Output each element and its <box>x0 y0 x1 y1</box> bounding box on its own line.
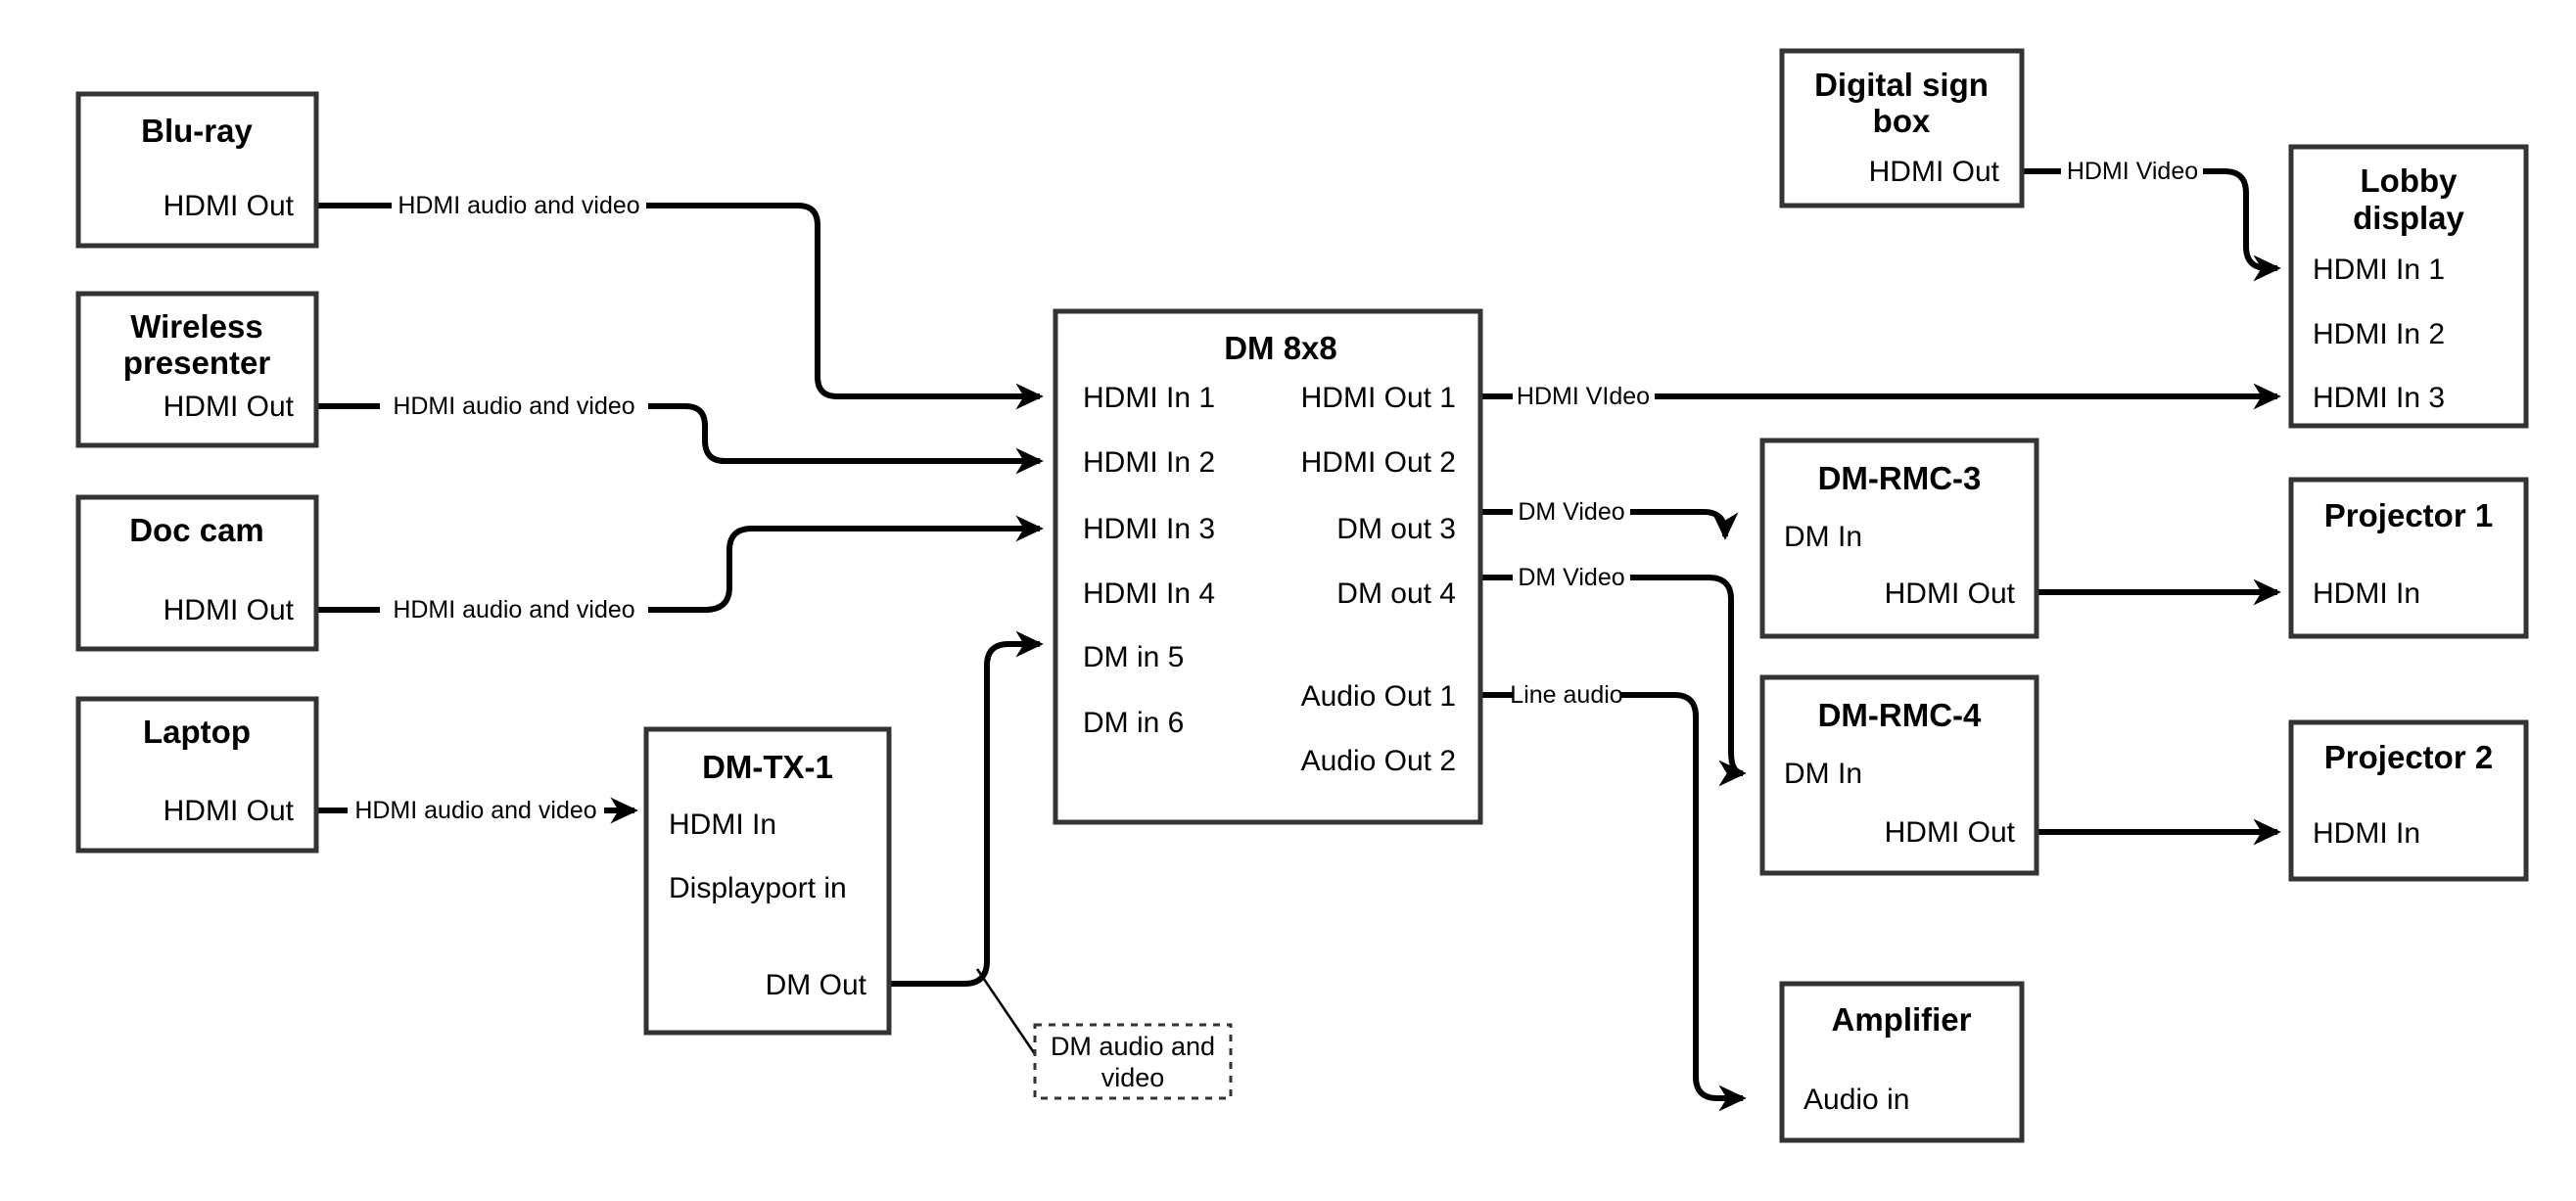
port-rmc3-dm-in[interactable]: DM In <box>1784 521 1862 553</box>
link-label-laptop-to-tx: HDMI audio and video <box>354 797 596 824</box>
device-dm-8x8[interactable]: DM 8x8 HDMI In 1 HDMI In 2 HDMI In 3 HDM… <box>1053 308 1483 825</box>
device-dm-rmc-3-title: DM-RMC-3 <box>1818 460 1982 496</box>
port-lobby-hdmi-in-2[interactable]: HDMI In 2 <box>2313 318 2445 350</box>
wire-digitalsign-to-lobby-in1 <box>2021 168 2277 268</box>
note-dm-audio-and-video-box <box>1033 1023 1233 1100</box>
note-dm-audio-and-video: DM audio and video <box>1033 1023 1233 1100</box>
device-amplifier-box <box>1779 981 2025 1143</box>
device-projector-2-box <box>2288 719 2529 882</box>
device-laptop-title: Laptop <box>143 714 251 750</box>
port-dm8x8-audio-out-2[interactable]: Audio Out 2 <box>1301 745 1456 777</box>
device-dm-rmc-4-title: DM-RMC-4 <box>1818 697 1982 733</box>
device-digital-sign-title-line2: box <box>1873 103 1931 139</box>
device-wireless-presenter-title-line1: Wireless <box>130 308 262 345</box>
note-dm-audio-and-video-line2: video <box>1101 1063 1165 1092</box>
device-digital-sign-box-box <box>1779 48 2025 208</box>
link-label-dm-out1-to-lobby: HDMI VIdeo <box>1517 383 1650 410</box>
port-laptop-hdmi-out[interactable]: HDMI Out <box>164 795 295 827</box>
port-dmtx1-displayport-in[interactable]: Displayport in <box>669 872 847 904</box>
device-amplifier[interactable]: Amplifier Audio in <box>1779 981 2025 1143</box>
device-lobby-display-title-line2: display <box>2353 200 2464 236</box>
port-bluray-hdmi-out[interactable]: HDMI Out <box>164 190 295 222</box>
device-bluray-title: Blu-ray <box>141 113 253 149</box>
device-laptop[interactable]: Laptop HDMI Out <box>75 696 319 854</box>
port-dm8x8-hdmi-in-2[interactable]: HDMI In 2 <box>1083 446 1215 479</box>
port-lobby-hdmi-in-1[interactable]: HDMI In 1 <box>2313 254 2445 286</box>
port-dm8x8-audio-out-1[interactable]: Audio Out 1 <box>1301 680 1456 713</box>
link-label-dm-out3-to-rmc3: DM Video <box>1518 498 1624 526</box>
device-doc-cam[interactable]: Doc cam HDMI Out <box>75 494 319 652</box>
wire-doccam-to-dm-in3 <box>316 529 1040 613</box>
link-label-sign-to-lobby: HDMI Video <box>2067 158 2198 185</box>
device-wireless-presenter-title-line2: presenter <box>123 345 271 381</box>
link-label-audio-to-amp: Line audio <box>1510 681 1622 709</box>
device-doc-cam-title: Doc cam <box>129 512 264 548</box>
device-amplifier-title: Amplifier <box>1831 1001 1971 1038</box>
link-label-wireless-to-dm: HDMI audio and video <box>393 393 634 420</box>
port-lobby-hdmi-in-3[interactable]: HDMI In 3 <box>2313 382 2445 414</box>
device-bluray[interactable]: Blu-ray HDMI Out <box>75 91 319 249</box>
port-projector1-hdmi-in[interactable]: HDMI In <box>2313 577 2420 610</box>
port-dm8x8-dm-out-4[interactable]: DM out 4 <box>1336 577 1456 610</box>
device-projector-2[interactable]: Projector 2 HDMI In <box>2288 719 2529 882</box>
device-wireless-presenter-box <box>75 291 319 448</box>
wire-dm-out3-to-rmc3 <box>1480 512 1725 536</box>
device-dm-rmc-4[interactable]: DM-RMC-4 DM In HDMI Out <box>1759 674 2039 876</box>
port-dm8x8-hdmi-out-2[interactable]: HDMI Out 2 <box>1301 446 1456 479</box>
port-dm8x8-dm-in-6[interactable]: DM in 6 <box>1083 707 1184 739</box>
device-digital-sign-box[interactable]: Digital sign box HDMI Out <box>1779 48 2025 208</box>
port-amplifier-audio-in[interactable]: Audio in <box>1803 1084 1909 1116</box>
device-projector-1-box <box>2288 477 2529 639</box>
device-projector-2-title: Projector 2 <box>2324 739 2493 775</box>
port-dm8x8-hdmi-out-1[interactable]: HDMI Out 1 <box>1301 382 1456 414</box>
device-lobby-display-title-line1: Lobby <box>2361 162 2459 199</box>
port-dm8x8-dm-out-3[interactable]: DM out 3 <box>1336 513 1456 545</box>
device-projector-1[interactable]: Projector 1 HDMI In <box>2288 477 2529 639</box>
port-rmc4-dm-in[interactable]: DM In <box>1784 758 1862 790</box>
note-dm-audio-and-video-line1: DM audio and <box>1051 1032 1215 1061</box>
device-dm-rmc-4-box <box>1759 674 2039 876</box>
port-dm8x8-hdmi-in-4[interactable]: HDMI In 4 <box>1083 577 1215 610</box>
device-dm-8x8-box <box>1053 308 1483 825</box>
port-dmtx1-hdmi-in[interactable]: HDMI In <box>669 808 776 841</box>
port-rmc3-hdmi-out[interactable]: HDMI Out <box>1885 577 2016 610</box>
wire-dm-out4-to-rmc4 <box>1480 575 1743 773</box>
device-projector-1-title: Projector 1 <box>2324 497 2493 533</box>
device-lobby-display[interactable]: Lobby display HDMI In 1 HDMI In 2 HDMI I… <box>2288 144 2529 429</box>
device-bluray-box <box>75 91 319 249</box>
device-dm-tx-1-title: DM-TX-1 <box>702 749 833 785</box>
leader-line-dm-cable-note <box>975 968 1037 1055</box>
device-wireless-presenter[interactable]: Wireless presenter HDMI Out <box>75 291 319 448</box>
wire-bluray-to-dm-in1 <box>316 203 1040 396</box>
port-rmc4-hdmi-out[interactable]: HDMI Out <box>1885 816 2016 849</box>
port-projector2-hdmi-in[interactable]: HDMI In <box>2313 817 2420 850</box>
link-label-bluray-to-dm: HDMI audio and video <box>398 192 639 219</box>
port-dm8x8-hdmi-in-3[interactable]: HDMI In 3 <box>1083 513 1215 545</box>
wire-dm-audioout1-to-amplifier <box>1480 692 1743 1098</box>
link-label-doccam-to-dm: HDMI audio and video <box>393 596 634 624</box>
wire-dmtx1-to-dm-in5 <box>889 630 1044 987</box>
port-dm8x8-dm-in-5[interactable]: DM in 5 <box>1083 641 1184 673</box>
device-doc-cam-box <box>75 494 319 652</box>
port-dm8x8-hdmi-in-1[interactable]: HDMI In 1 <box>1083 382 1215 414</box>
device-laptop-box <box>75 696 319 854</box>
device-lobby-display-box <box>2288 144 2529 429</box>
wire-wireless-to-dm-in2 <box>316 403 1040 461</box>
device-dm-8x8-title: DM 8x8 <box>1224 330 1337 366</box>
device-dm-tx-1-box <box>643 726 892 1036</box>
device-dm-rmc-3-box <box>1759 438 2039 639</box>
device-dm-tx-1[interactable]: DM-TX-1 HDMI In Displayport in DM Out <box>643 726 892 1036</box>
port-digitalsign-hdmi-out[interactable]: HDMI Out <box>1869 156 2000 188</box>
device-dm-rmc-3[interactable]: DM-RMC-3 DM In HDMI Out <box>1759 438 2039 639</box>
link-label-dm-out4-to-rmc4: DM Video <box>1518 564 1624 591</box>
port-doccam-hdmi-out[interactable]: HDMI Out <box>164 594 295 626</box>
port-wireless-hdmi-out[interactable]: HDMI Out <box>164 391 295 423</box>
device-digital-sign-title-line1: Digital sign <box>1814 67 1989 103</box>
port-dmtx1-dm-out[interactable]: DM Out <box>766 969 867 1001</box>
